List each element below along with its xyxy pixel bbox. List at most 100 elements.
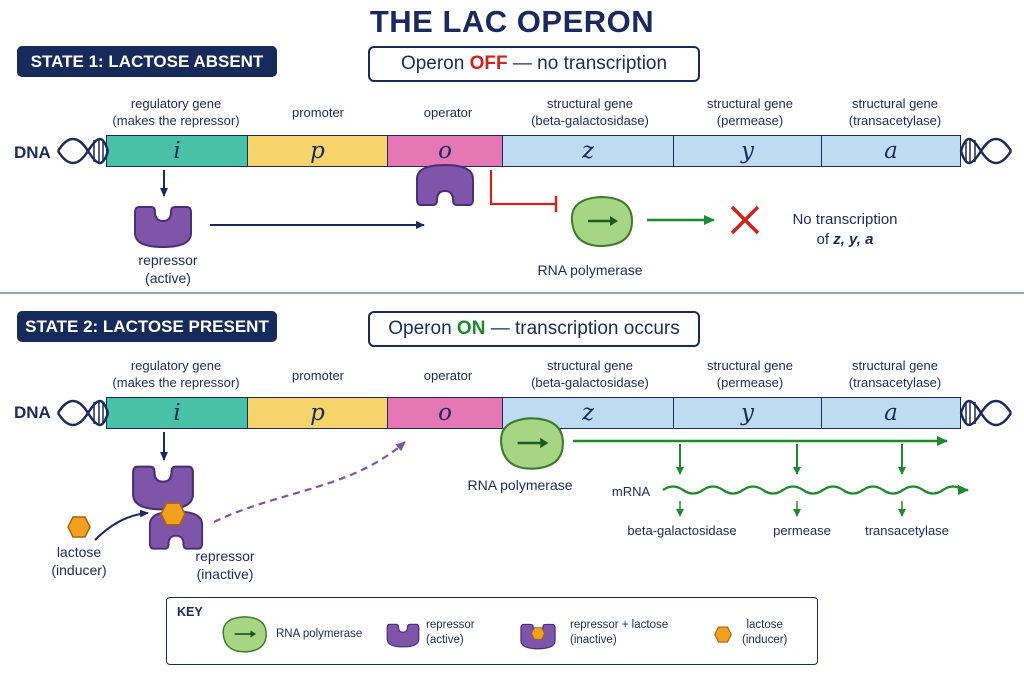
s1-block-line	[489, 170, 556, 206]
s2-product-beta-galactosidase: beta-galactosidase	[627, 523, 737, 538]
s1-label-z-line2: (beta-galactosidase)	[531, 113, 649, 128]
key-label-repressor-lactose-line2: (inactive)	[570, 634, 617, 646]
s2-label-regulatory-line1: regulatory gene	[130, 358, 222, 373]
s2-product-transacetylase: transacetylase	[865, 523, 949, 538]
s2-label-operator: operator	[423, 368, 473, 383]
rna-polymerase-icon	[222, 615, 268, 653]
state-divider	[0, 292, 1024, 294]
s1-result-line1: No transcription	[792, 211, 898, 228]
s2-repressor-upper-icon	[132, 465, 194, 511]
repressor-lactose-icon	[520, 623, 556, 650]
s1-repressor-caption: repressor (active)	[113, 251, 223, 287]
s1-repressor-active-icon	[133, 205, 193, 249]
s2-label-promoter: promoter	[291, 368, 345, 383]
s2-gene-i: i	[106, 397, 248, 429]
s1-result-genes: z, y, a	[833, 231, 874, 248]
s1-rna-polymerase-icon	[570, 195, 634, 248]
s2-gene-o: o	[387, 397, 503, 429]
s2-bound-lactose-icon	[160, 502, 186, 526]
state1-status-keyword: OFF	[469, 53, 508, 74]
s2-dashed-arrow-released	[213, 441, 406, 523]
s2-gene-y: y	[673, 397, 822, 429]
key-label-repressor-active: repressor (active)	[426, 618, 475, 648]
state2-status-box: Operon ON — transcription occurs	[368, 311, 700, 347]
s2-lactose-icon	[67, 516, 91, 538]
s2-label-z-line1: structural gene	[547, 358, 633, 373]
s1-gene-o: o	[387, 135, 503, 167]
s2-lactose-caption-line1: lactose	[56, 544, 102, 560]
s2-label-regulatory: regulatory gene (makes the repressor)	[100, 357, 252, 391]
s1-dna-left-end-icon	[56, 137, 110, 165]
s2-gene-a: a	[821, 397, 961, 429]
s2-mrna-wave	[662, 485, 964, 495]
s1-label-y-line2: (permease)	[716, 113, 784, 128]
key-label-repressor-lactose: repressor + lactose (inactive)	[570, 618, 668, 648]
s1-label-regulatory: regulatory gene (makes the repressor)	[100, 95, 252, 129]
s1-label-y: structural gene (permease)	[680, 95, 820, 129]
key-label-lactose: lactose (inducer)	[742, 618, 787, 648]
s1-label-regulatory-line1: regulatory gene	[130, 96, 222, 111]
state2-status-prefix: Operon	[388, 318, 457, 339]
s2-label-y-line2: (permease)	[716, 375, 784, 390]
s2-polymerase-caption: RNA polymerase	[467, 477, 573, 493]
s2-gene-p: p	[247, 397, 388, 429]
s1-result-prefix: of	[816, 231, 834, 248]
s1-no-transcription-icon	[730, 205, 760, 235]
s1-gene-i: i	[106, 135, 248, 167]
s1-repressor-caption-line2: (active)	[145, 270, 191, 286]
state2-status-keyword: ON	[456, 318, 486, 339]
key-label-repressor-lactose-line1: repressor + lactose	[570, 619, 669, 631]
s1-label-y-line1: structural gene	[707, 96, 793, 111]
key-label-repressor-active-line1: repressor	[426, 619, 475, 631]
s2-repressor-caption: repressor (inactive)	[180, 547, 270, 583]
s2-label-a-line2: (transacetylase)	[848, 375, 942, 390]
s1-label-a-line2: (transacetylase)	[848, 113, 942, 128]
s1-label-z: structural gene (beta-galactosidase)	[515, 95, 665, 129]
s2-label-y-line1: structural gene	[707, 358, 793, 373]
s1-dna-right-end-icon	[959, 137, 1013, 165]
s2-lactose-caption-line2: (inducer)	[51, 562, 107, 578]
s1-repressor-caption-line1: repressor	[138, 252, 198, 268]
state1-badge: STATE 1: LACTOSE ABSENT	[17, 46, 277, 77]
s2-rna-polymerase-icon	[499, 417, 565, 471]
page-title: THE LAC OPERON	[369, 4, 655, 39]
s1-polymerase-caption: RNA polymerase	[537, 262, 643, 278]
s2-mrna-label: mRNA	[611, 484, 651, 499]
s1-label-a-line1: structural gene	[852, 96, 938, 111]
s1-result-text: No transcription of z, y, a	[770, 210, 920, 250]
lactose-icon	[714, 626, 732, 643]
s2-repressor-caption-line1: repressor	[195, 548, 255, 564]
s1-gene-a: a	[821, 135, 961, 167]
s2-repressor-caption-line2: (inactive)	[196, 566, 254, 582]
state1-status-suffix: — no transcription	[507, 53, 668, 74]
s2-dna-right-end-icon	[959, 399, 1013, 427]
s2-dna-left-end-icon	[56, 399, 110, 427]
s1-dna-label: DNA	[14, 143, 51, 162]
key-label-lactose-line1: lactose	[746, 619, 783, 631]
s2-lactose-caption: lactose (inducer)	[34, 543, 124, 579]
s1-label-z-line1: structural gene	[547, 96, 633, 111]
s1-label-operator: operator	[423, 105, 473, 120]
s1-label-promoter: promoter	[291, 105, 345, 120]
s2-label-a: structural gene (transacetylase)	[825, 357, 965, 391]
s1-label-regulatory-line2: (makes the repressor)	[112, 113, 240, 128]
s2-dna-label: DNA	[14, 403, 51, 422]
s2-label-z-line2: (beta-galactosidase)	[531, 375, 649, 390]
s1-label-a: structural gene (transacetylase)	[825, 95, 965, 129]
key-panel	[166, 597, 818, 665]
key-title: KEY	[177, 605, 203, 619]
key-label-rna-polymerase: RNA polymerase	[276, 628, 363, 640]
s1-repressor-bound-icon	[415, 163, 475, 207]
s1-result-line2: of z, y, a	[770, 230, 920, 250]
s1-gene-z: z	[502, 135, 674, 167]
state1-status-prefix: Operon	[400, 53, 470, 74]
key-label-repressor-active-line2: (active)	[426, 634, 464, 646]
s2-product-permease: permease	[773, 523, 831, 538]
state2-status-suffix: — transcription occurs	[485, 318, 680, 339]
key-label-lactose-line2: (inducer)	[742, 634, 788, 646]
s2-arrow-lactose-to-repressor	[94, 509, 149, 541]
state2-badge: STATE 2: LACTOSE PRESENT	[17, 311, 277, 342]
s2-label-regulatory-line2: (makes the repressor)	[112, 375, 240, 390]
